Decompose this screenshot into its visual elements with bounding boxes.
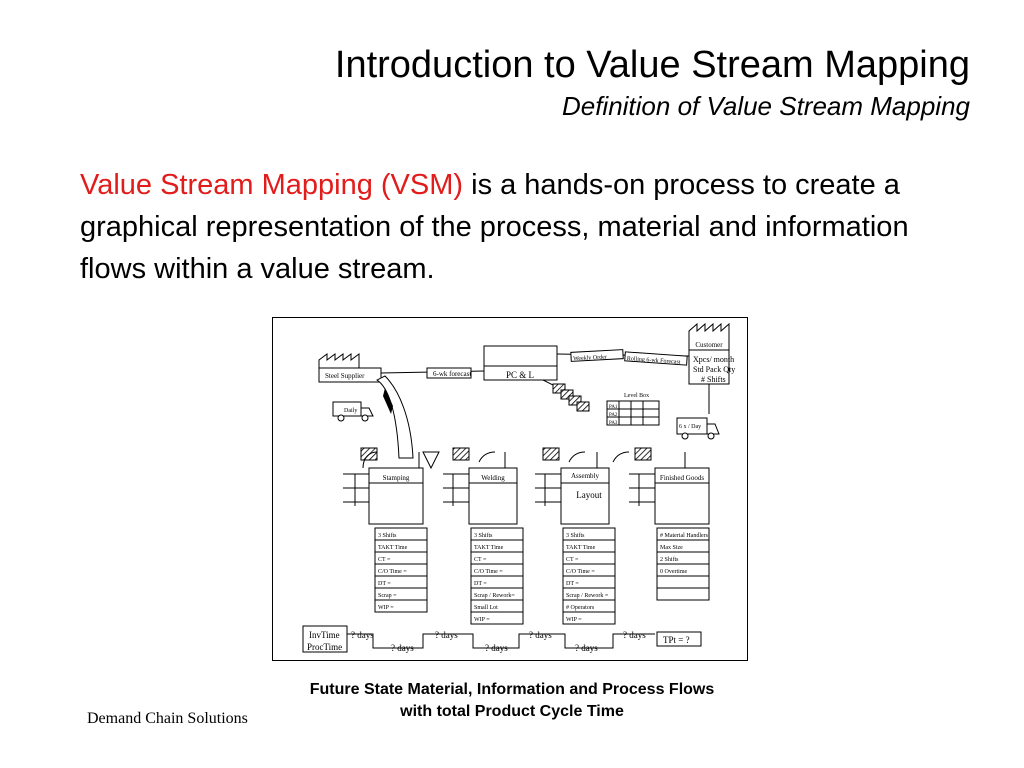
inventory-triangle-icon [422,451,440,470]
vsm-diagram-svg: Customer Xpcs/ month Std Pack Qty # Shif… [302,322,735,653]
inv-days-4: ? days [623,630,646,640]
assembly-data-1: 3 Shifts [566,532,585,539]
process-name-finished-goods: Finished Goods [660,474,704,482]
stamping-data-7: WIP = [378,605,394,611]
supplier-label: Steel Supplier [325,372,365,380]
stamping-data-5: DT = [378,581,391,587]
body-paragraph: Value Stream Mapping (VSM) is a hands-on… [80,164,970,290]
welding-data-5: DT = [474,581,487,587]
customer-factory-icon [688,322,730,385]
process-name-welding: Welding [481,474,505,482]
level-box [606,400,660,426]
rolling-forecast-label: Rolling 6-wk Forecast [627,356,681,366]
six-wk-forecast-label: 6-wk forecast [433,370,471,378]
welding-data-8: WIP = [474,617,490,623]
level-row-2: PA2 [609,413,618,418]
assembly-data-5: DT = [566,581,579,587]
assembly-data-6: Scrap / Rework = [566,593,609,599]
delivery-label: 6 x / Day [679,424,701,430]
weekly-order-label: Weekly Order [573,354,607,362]
assembly-data-7: # Operators [566,605,595,611]
customer-info-1: Xpcs/ month [693,355,734,364]
timeline: InvTime ProcTime ? days ? days ? days ? … [302,625,702,653]
daily-label: Daily [344,408,357,414]
fg-data-2: Max Size [660,545,683,551]
slide-title: Introduction to Value Stream Mapping [334,44,970,86]
proc-days-2: ? days [485,643,508,653]
inv-days-2: ? days [435,630,458,640]
stamping-data-4: C/O Time = [378,569,407,575]
customer-label: Customer [695,341,723,349]
welding-data-3: CT = [474,557,487,563]
welding-data-6: Scrap / Rework= [474,593,515,599]
control-label: PC & L [506,370,534,380]
welding-data-4: C/O Time = [474,569,503,575]
inv-days-3: ? days [529,630,552,640]
delivery-truck-icon [676,417,720,440]
stamping-data-3: CT = [378,557,391,563]
caption-line-2: with total Product Cycle Time [400,703,624,720]
process-stamping: Stamping [368,467,424,525]
data-box-finished-goods: # Material Handlers Max Size 2 Shifts 0 … [656,527,710,601]
level-box-label: Level Box [624,393,649,399]
body-rest: is a hands-on process to create a graphi… [80,169,909,285]
assembly-data-3: CT = [566,557,579,563]
process-assembly: Assembly Layout [560,467,610,525]
stamping-data-6: Scrap = [378,593,397,599]
stamping-data-2: TAKT Time [378,545,408,551]
control-box [483,345,558,381]
assembly-data-4: C/O Time = [566,569,595,575]
level-row-1: PA1 [609,405,618,410]
inv-days-1: ? days [351,630,374,640]
process-name-stamping: Stamping [383,474,410,482]
proc-days-1: ? days [391,643,414,653]
layout-label: Layout [576,490,602,500]
daily-truck-icon [332,401,374,422]
fg-data-1: # Material Handlers [660,533,709,539]
process-finished-goods: Finished Goods [654,467,710,525]
figure-caption: Future State Material, Information and P… [240,679,784,723]
proc-days-3: ? days [575,643,598,653]
stamping-data-1: 3 Shifts [378,532,397,539]
inv-time-label: InvTime [309,630,340,640]
tpt-label: TPt = ? [663,635,690,645]
assembly-data-2: TAKT Time [566,545,596,551]
kanban-signals [360,447,686,470]
shipment-arrow-icon [376,375,414,459]
data-box-stamping: 3 Shifts TAKT Time CT = C/O Time = DT = … [374,527,428,613]
fg-data-4: 0 Overtime [660,569,687,575]
supplier-factory-icon [318,353,382,383]
footer-text: Demand Chain Solutions [87,710,248,727]
customer-info-2: Std Pack Qty [693,365,735,374]
vsm-highlight: Value Stream Mapping (VSM) [80,169,464,201]
fg-data-3: 2 Shifts [660,556,679,563]
welding-data-2: TAKT Time [474,545,504,551]
welding-data-7: Small Lot [474,605,498,611]
proc-time-label: ProcTime [307,642,342,652]
level-row-3: PA3 [609,421,618,426]
process-name-assembly: Assembly [571,472,600,480]
assembly-data-8: WIP = [566,617,582,623]
process-welding: Welding [468,467,518,525]
slide-subtitle: Definition of Value Stream Mapping [561,91,970,121]
vsm-diagram: Customer Xpcs/ month Std Pack Qty # Shif… [272,317,748,661]
data-box-welding: 3 Shifts TAKT Time CT = C/O Time = DT = … [470,527,524,625]
customer-info-3: # Shifts [701,375,726,384]
caption-line-1: Future State Material, Information and P… [309,681,715,698]
data-box-assembly: 3 Shifts TAKT Time CT = C/O Time = DT = … [562,527,616,625]
welding-data-1: 3 Shifts [474,532,493,539]
